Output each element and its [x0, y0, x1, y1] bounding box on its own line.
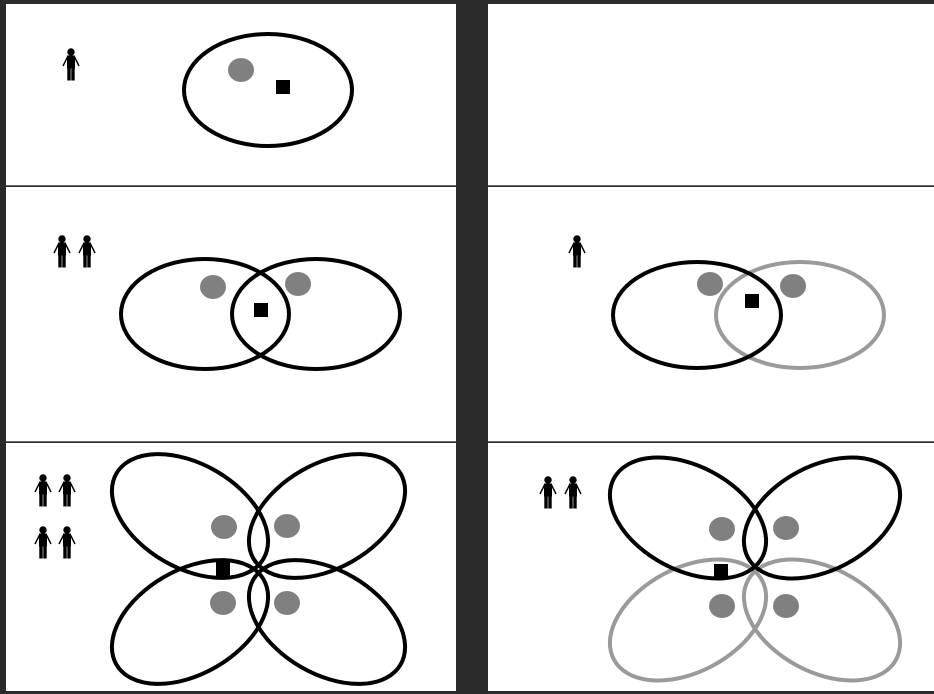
panel-right-row2 — [488, 187, 934, 442]
ellipse-active — [246, 452, 408, 580]
ellipse-inactive — [607, 557, 769, 683]
target-square — [254, 303, 268, 317]
ellipse-active — [607, 455, 769, 581]
center-dot — [211, 515, 237, 539]
center-dot — [285, 272, 311, 296]
ellipse-active — [109, 558, 271, 686]
center-dot — [780, 274, 806, 298]
ellipse-active — [611, 260, 783, 370]
center-dot — [274, 514, 300, 538]
target-square — [745, 294, 759, 308]
target-square — [216, 562, 230, 576]
panel-left-row3 — [6, 443, 456, 691]
center-dot — [773, 516, 799, 540]
target-square — [714, 564, 728, 578]
ellipse-active — [230, 257, 402, 371]
center-dot — [773, 594, 799, 618]
ellipse-active — [182, 32, 354, 148]
ellipse-active — [246, 558, 408, 686]
ellipse-inactive — [741, 557, 903, 683]
panel-left-row1 — [6, 4, 456, 186]
center-dot — [709, 517, 735, 541]
ellipse-active — [109, 452, 271, 580]
center-dot — [228, 58, 254, 82]
panel-right-row3 — [488, 443, 934, 691]
center-dot — [210, 591, 236, 615]
center-dot — [274, 591, 300, 615]
center-dot — [709, 594, 735, 618]
ellipse-active — [741, 455, 903, 581]
panel-right-row1 — [488, 4, 934, 186]
ellipse-inactive — [714, 260, 886, 370]
center-dot — [200, 275, 226, 299]
target-square — [276, 80, 290, 94]
ellipse-active — [119, 257, 291, 371]
center-dot — [697, 272, 723, 296]
